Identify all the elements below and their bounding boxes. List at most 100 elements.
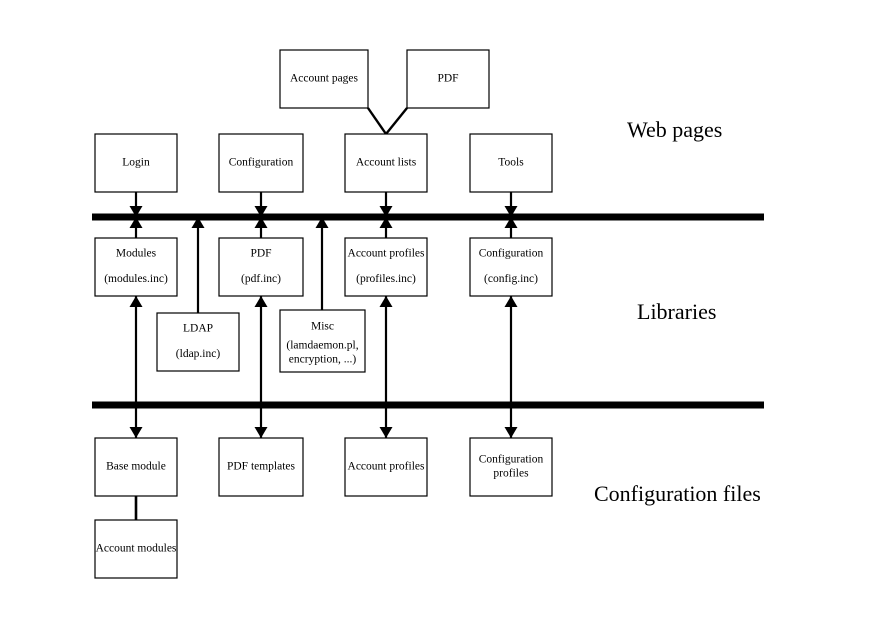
arrow-head-up	[129, 217, 143, 228]
connector	[504, 192, 518, 217]
node-account-profiles-file[interactable]: Account profiles	[344, 437, 428, 497]
arrow-head-down	[504, 206, 518, 217]
node-label: Tools	[498, 157, 524, 169]
node-ldap-lib[interactable]: LDAP (ldap.inc)	[156, 312, 240, 372]
node-sublabel: encryption, ...)	[289, 354, 357, 366]
connector	[504, 217, 518, 238]
node-configuration-page[interactable]: Configuration	[218, 133, 304, 193]
connector	[254, 296, 268, 405]
section-label-web-pages: Web pages	[627, 117, 722, 142]
node-label: Configuration	[479, 247, 544, 259]
arrow-head-up	[379, 217, 393, 228]
node-sublabel: (lamdaemon.pl,	[286, 340, 358, 352]
node-box[interactable]	[344, 133, 428, 193]
arrow-head-up	[254, 217, 268, 228]
connector	[379, 217, 393, 238]
node-account-pages[interactable]: Account pages	[279, 49, 369, 109]
node-modules-lib[interactable]: Modules (modules.inc)	[94, 237, 178, 297]
node-label: Account profiles	[348, 247, 425, 259]
arrow-head-down	[379, 206, 393, 217]
arrow-head-down	[129, 206, 143, 217]
connector	[315, 217, 329, 310]
node-label: PDF templates	[227, 461, 296, 473]
node-label: Modules	[116, 247, 157, 259]
node-box[interactable]	[406, 49, 490, 109]
node-login[interactable]: Login	[94, 133, 178, 193]
connector	[129, 296, 143, 405]
node-box[interactable]	[279, 49, 369, 109]
connector	[191, 217, 205, 313]
node-label: Account pages	[290, 73, 359, 85]
node-label: Account lists	[356, 157, 417, 169]
node-misc-lib[interactable]: Misc (lamdaemon.pl, encryption, ...)	[279, 309, 366, 373]
node-label: Misc	[311, 320, 334, 332]
node-account-modules[interactable]: Account modules	[94, 519, 178, 579]
diagonal-connector	[367, 107, 387, 135]
connector	[129, 405, 143, 438]
arrow-head-up	[315, 217, 329, 228]
node-account-lists[interactable]: Account lists	[344, 133, 428, 193]
arrow-head-down	[504, 427, 518, 438]
node-label: LDAP	[183, 322, 213, 334]
node-sublabel: (modules.inc)	[104, 273, 168, 285]
node-label: PDF	[250, 247, 271, 259]
diagonal-connector	[385, 107, 408, 135]
node-box[interactable]	[469, 133, 553, 193]
connector	[129, 192, 143, 217]
arrow-head-up	[504, 296, 518, 307]
node-box[interactable]	[218, 237, 304, 297]
connectors-group	[129, 192, 518, 520]
connector	[254, 217, 268, 238]
node-label: Account profiles	[348, 461, 425, 473]
node-pdf-top[interactable]: PDF	[406, 49, 490, 109]
connector	[254, 405, 268, 438]
arrow-head-up	[254, 296, 268, 307]
node-sublabel: (pdf.inc)	[241, 273, 281, 285]
arrow-head-down	[254, 427, 268, 438]
node-label: Configuration	[229, 157, 294, 169]
node-configuration-lib[interactable]: Configuration (config.inc)	[469, 237, 553, 297]
node-box[interactable]	[344, 237, 428, 297]
node-box[interactable]	[94, 237, 178, 297]
node-sublabel: (ldap.inc)	[176, 348, 221, 360]
arrow-head-up	[379, 296, 393, 307]
node-box[interactable]	[218, 437, 304, 497]
node-box[interactable]	[94, 519, 178, 579]
arrow-head-up	[191, 217, 205, 228]
section-label-libraries: Libraries	[637, 299, 716, 324]
arrow-head-down	[129, 427, 143, 438]
arrow-head-up	[504, 217, 518, 228]
node-label: Configuration	[479, 454, 544, 466]
node-pdf-lib[interactable]: PDF (pdf.inc)	[218, 237, 304, 297]
node-box[interactable]	[344, 437, 428, 497]
node-box[interactable]	[218, 133, 304, 193]
node-sublabel: (config.inc)	[484, 273, 538, 285]
arrow-head-up	[129, 296, 143, 307]
node-box[interactable]	[94, 133, 178, 193]
node-base-module[interactable]: Base module	[94, 437, 178, 497]
connector	[254, 192, 268, 217]
node-box[interactable]	[94, 437, 178, 497]
node-label: PDF	[437, 73, 458, 85]
node-account-profiles-lib[interactable]: Account profiles (profiles.inc)	[344, 237, 428, 297]
connector	[379, 192, 393, 217]
connector	[379, 296, 393, 405]
node-tools[interactable]: Tools	[469, 133, 553, 193]
node-box[interactable]	[469, 237, 553, 297]
node-box[interactable]	[469, 437, 553, 497]
arrow-head-down	[379, 427, 393, 438]
node-box[interactable]	[156, 312, 240, 372]
node-sublabel: (profiles.inc)	[356, 273, 416, 285]
section-label-configuration-files: Configuration files	[594, 481, 761, 506]
connector	[504, 296, 518, 405]
layer-bars-group	[92, 213, 764, 409]
connector	[379, 405, 393, 438]
node-box[interactable]	[279, 309, 366, 373]
node-label: Base module	[106, 461, 166, 473]
node-pdf-templates[interactable]: PDF templates	[218, 437, 304, 497]
